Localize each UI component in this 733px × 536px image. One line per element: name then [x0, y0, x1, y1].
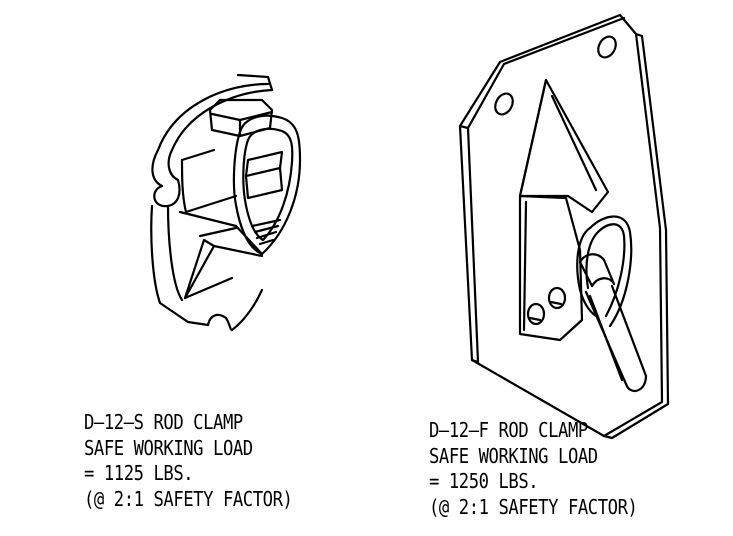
d12s-caption: D–12–S ROD CLAMP SAFE WORKING LOAD = 112…	[84, 410, 293, 512]
d12s-load-value: = 1125 LBS.	[84, 461, 194, 485]
d12s-rod-clamp-illustration	[150, 73, 302, 332]
d12f-caption: D–12–F ROD CLAMP SAFE WORKING LOAD = 125…	[429, 418, 638, 520]
d12f-rod-clamp-illustration	[458, 13, 670, 440]
d12s-load-label: SAFE WORKING LOAD	[84, 435, 253, 460]
d12f-load-label: SAFE WORKING LOAD	[429, 443, 598, 468]
d12f-title: D–12–F ROD CLAMP	[429, 418, 588, 442]
d12s-title: D–12–S ROD CLAMP	[84, 410, 243, 434]
d12f-safety-factor: (@ 2:1 SAFETY FACTOR)	[429, 494, 638, 519]
d12f-load-value: = 1250 LBS.	[429, 469, 539, 493]
d12s-safety-factor: (@ 2:1 SAFETY FACTOR)	[84, 486, 293, 511]
